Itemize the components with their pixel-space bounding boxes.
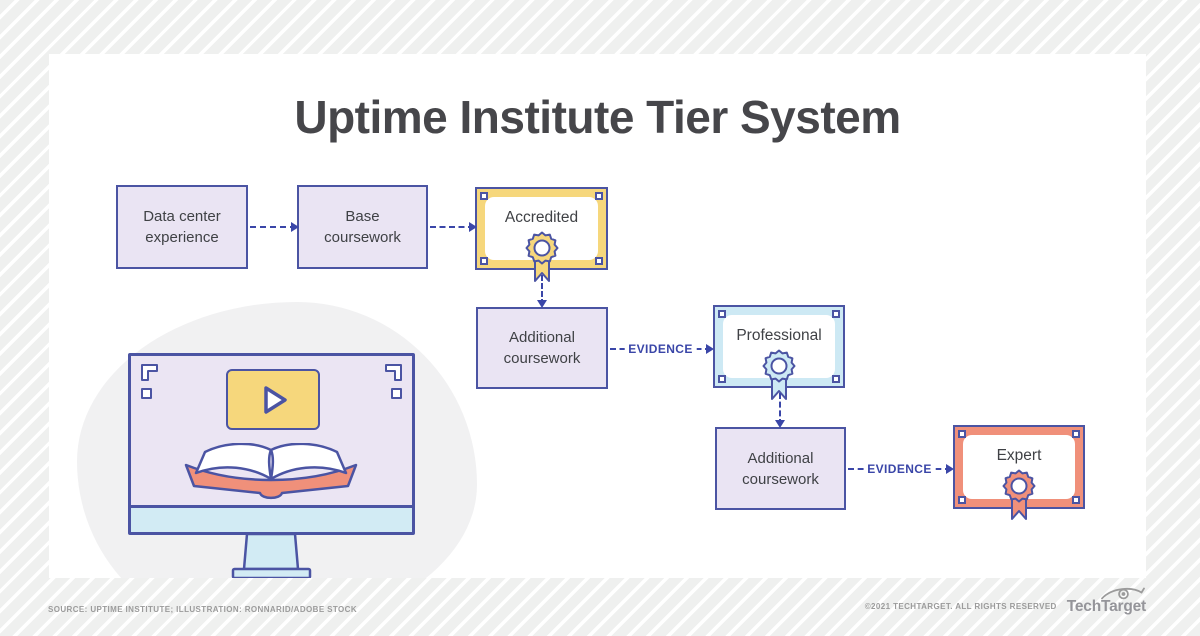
arrow-evidence-to-professional: EVIDENCE: [610, 340, 714, 358]
copyright-text: ©2021 TECHTARGET. ALL RIGHTS RESERVED: [864, 601, 1057, 611]
certificate-expert: Expert: [953, 425, 1085, 520]
page-title: Uptime Institute Tier System: [294, 91, 901, 143]
monitor-illustration: [128, 353, 415, 535]
footer-right: ©2021 TECHTARGET. ALL RIGHTS RESERVED Te…: [865, 586, 1146, 615]
techtarget-logo: TechTarget: [1067, 586, 1146, 615]
arrow-professional-down: [775, 393, 785, 428]
award-rosette-icon: [762, 349, 796, 400]
flow-box-label: Base coursework: [324, 208, 401, 246]
award-rosette-icon: [525, 231, 558, 282]
arrow-experience-to-base: [250, 222, 299, 232]
corner-dot: [480, 257, 488, 265]
corner-dot: [958, 496, 966, 504]
corner-dot: [595, 192, 603, 200]
corner-dot: [1072, 496, 1080, 504]
corner-dot: [958, 430, 966, 438]
play-icon: [264, 385, 287, 414]
certificate-professional: Professional: [713, 305, 845, 400]
infographic-canvas: Uptime Institute Tier System: [49, 54, 1146, 578]
open-book-icon: [184, 443, 358, 500]
corner-bracket-icon: [141, 364, 158, 399]
monitor-stand: [231, 533, 312, 578]
flow-box-data-center-experience: Data center experience: [116, 185, 248, 269]
corner-dot: [832, 310, 840, 318]
arrow-accredited-down: [537, 275, 547, 308]
video-panel: [226, 369, 320, 430]
flow-box-label: Additional coursework: [503, 329, 581, 367]
corner-dot: [718, 375, 726, 383]
evidence-label: EVIDENCE: [624, 340, 697, 358]
corner-dot: [595, 257, 603, 265]
techtarget-logo-text: TechTarget: [1066, 598, 1146, 615]
corner-bracket-icon: [385, 364, 402, 399]
flow-box-label: Additional coursework: [742, 449, 819, 488]
evidence-label: EVIDENCE: [863, 460, 936, 478]
corner-dot: [480, 192, 488, 200]
monitor-bottom-bar: [131, 505, 412, 532]
corner-dot: [832, 375, 840, 383]
eye-icon: [1101, 587, 1145, 600]
corner-dot: [1072, 430, 1080, 438]
flow-box-label: Data center experience: [143, 208, 221, 246]
flow-box-base-coursework: Base coursework: [297, 185, 428, 269]
award-rosette-icon: [1002, 469, 1036, 520]
arrow-evidence-to-expert: EVIDENCE: [848, 460, 954, 478]
corner-dot: [718, 310, 726, 318]
certificate-accredited: Accredited: [475, 187, 608, 282]
arrow-base-to-accredited: [430, 222, 477, 232]
flow-box-additional-coursework-1: Additional coursework: [476, 307, 608, 389]
flow-box-additional-coursework-2: Additional coursework: [715, 427, 846, 510]
source-credit: SOURCE: UPTIME INSTITUTE; ILLUSTRATION: …: [48, 605, 358, 614]
